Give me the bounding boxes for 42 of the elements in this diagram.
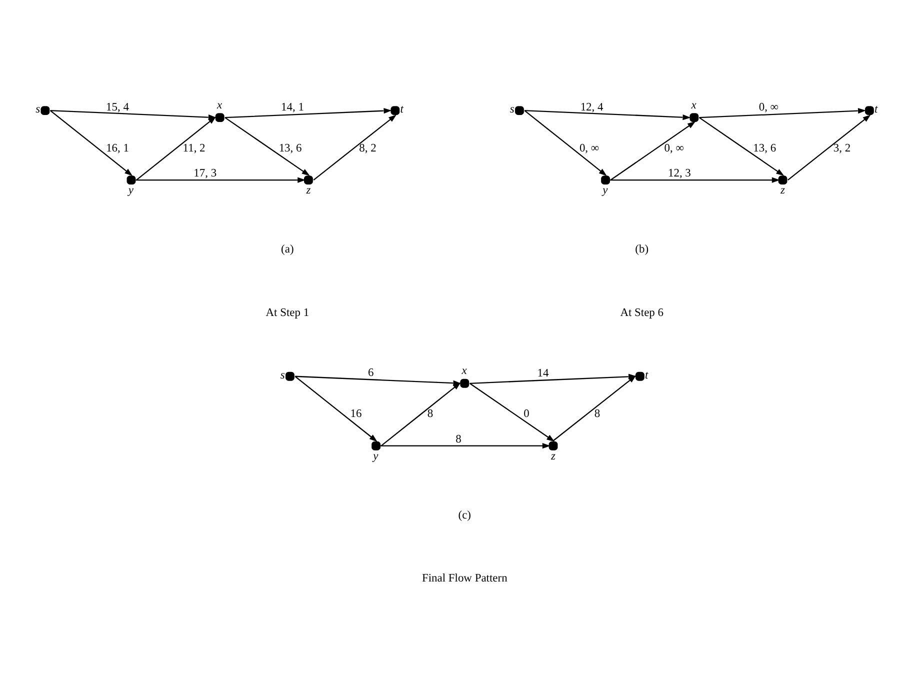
edge-label: 14, 1 — [281, 101, 304, 114]
edge-label: 8, 2 — [359, 142, 376, 154]
edge-label: 8 — [427, 408, 434, 420]
node-label: s — [36, 103, 40, 116]
node-label: x — [691, 98, 696, 111]
edge-label: 14 — [537, 366, 549, 379]
node-label: y — [602, 184, 608, 196]
edge-label: 16 — [350, 408, 362, 420]
edge-label: 8 — [456, 432, 462, 445]
edge-label: 15, 4 — [106, 100, 129, 113]
node-label: t — [400, 103, 404, 116]
edge-label: 12, 3 — [668, 166, 691, 179]
node-label: x — [462, 364, 467, 377]
node-label: y — [373, 450, 378, 462]
edge-label: 12, 4 — [580, 100, 604, 113]
edge-label: 0, ∞ — [758, 101, 779, 114]
node-label: t — [874, 103, 878, 116]
label: At Step 6 — [620, 306, 664, 318]
label: At Step 1 — [266, 306, 310, 318]
node-label: s — [280, 369, 285, 382]
edge-label: 13, 6 — [753, 142, 776, 154]
edge-label: 0, ∞ — [579, 142, 600, 154]
node-label: t — [645, 369, 648, 382]
edge-label: 3, 2 — [833, 142, 851, 154]
label: Final Flow Pattern — [422, 572, 508, 584]
edge-label: 11, 2 — [182, 142, 206, 154]
node-label: z — [306, 184, 311, 196]
label: (b) — [635, 243, 649, 256]
edge-label: 8 — [594, 408, 600, 420]
node-label: s — [510, 103, 514, 116]
node-label: x — [216, 98, 222, 111]
label: (c) — [458, 508, 472, 521]
edge-label: 0, ∞ — [664, 142, 684, 154]
label: (a) — [281, 243, 294, 256]
edge-label: 0 — [524, 408, 530, 420]
edge-label: 13, 6 — [278, 142, 302, 154]
edge-label: 16, 1 — [106, 142, 130, 154]
node-label: z — [780, 184, 785, 196]
edge-label: 17, 3 — [194, 166, 217, 179]
node-label: z — [551, 450, 556, 462]
edge-label: 6 — [368, 366, 374, 379]
node-label: y — [128, 184, 134, 196]
